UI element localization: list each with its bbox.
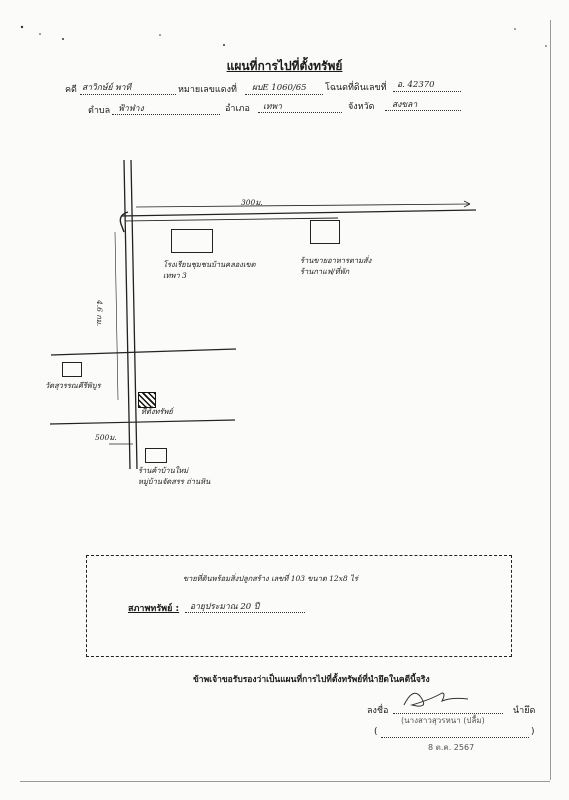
province-label: จังหวัด bbox=[348, 102, 375, 112]
case-value: สาวิกษ์ย์ พาที bbox=[82, 83, 132, 93]
deed-value: อ. 42370 bbox=[397, 80, 435, 90]
temple-building bbox=[62, 362, 82, 377]
paren-underline bbox=[381, 737, 529, 738]
school-building bbox=[171, 229, 213, 253]
paren-close: ) bbox=[531, 727, 535, 737]
case-underline bbox=[80, 94, 176, 95]
property-marker bbox=[138, 392, 156, 408]
deed-label: โฉนดที่ดินเลขที่ bbox=[325, 83, 387, 93]
subdistrict-value: ฟ้าฟ่าง bbox=[118, 104, 144, 114]
black-underline bbox=[245, 94, 323, 95]
status-underline bbox=[185, 612, 305, 613]
shop-label: ร้านขายอาหารตามสั่ง ร้านกาแฟ/ที่พัก bbox=[300, 256, 372, 276]
bottom-place-label: ร้านค้าบ้านใหม่ หมู่บ้านจัดสรร ถ่านหิน bbox=[138, 466, 211, 486]
subdistrict-underline bbox=[112, 114, 220, 115]
printed-name: (นางสาวสุวรหนา (ปลื้ม) bbox=[401, 716, 485, 725]
temple-label: วัดสุวรรณคีรีพิบูร bbox=[45, 381, 101, 390]
scan-edge-bottom bbox=[20, 781, 550, 782]
deed-underline bbox=[393, 91, 461, 92]
subdistrict-label: ตำบล bbox=[88, 106, 111, 116]
case-label: คดี bbox=[65, 85, 77, 95]
district-value: เทพา bbox=[263, 102, 282, 112]
property-info-box bbox=[86, 555, 512, 657]
district-underline bbox=[258, 112, 342, 113]
paren-open: ( bbox=[374, 727, 378, 737]
property-description: ขายที่ดินพร้อมสิ่งปลูกสร้าง เลขที่ 103 ข… bbox=[183, 574, 358, 583]
status-label: สภาพทรัพย์ : bbox=[128, 604, 180, 614]
certification-text: ข้าพเจ้าขอรับรองว่าเป็นแผนที่การไปที่ตั้… bbox=[193, 675, 430, 685]
province-value: สงขลา bbox=[392, 100, 418, 110]
black-case-label: หมายเลขแดงที่ bbox=[178, 85, 237, 95]
bottom-building bbox=[145, 448, 167, 463]
status-value: อายุประมาณ 20 ปี bbox=[190, 602, 260, 612]
province-underline bbox=[385, 110, 461, 111]
district-label: อำเภอ bbox=[225, 104, 250, 114]
sign-label: ลงชื่อ bbox=[367, 706, 389, 716]
date: 8 ต.ค. 2567 bbox=[428, 743, 475, 752]
shop-building bbox=[310, 220, 340, 244]
school-label: โรงเรียนชุมชนบ้านคลองเขต เทพา 3 bbox=[163, 260, 256, 280]
dist-bottom-label: 500ม. bbox=[95, 433, 117, 442]
black-case-value: ผบE 1060/65 bbox=[252, 83, 307, 93]
scan-edge-right bbox=[550, 20, 551, 780]
seizer-label: นำยึด bbox=[513, 706, 536, 716]
page-title: แผนที่การไปที่ตั้งทรัพย์ bbox=[226, 59, 343, 73]
sign-underline bbox=[393, 713, 503, 714]
property-label: ที่ตั้งทรัพย์ bbox=[141, 407, 173, 416]
dist-top-label: 300ม. bbox=[241, 198, 263, 207]
